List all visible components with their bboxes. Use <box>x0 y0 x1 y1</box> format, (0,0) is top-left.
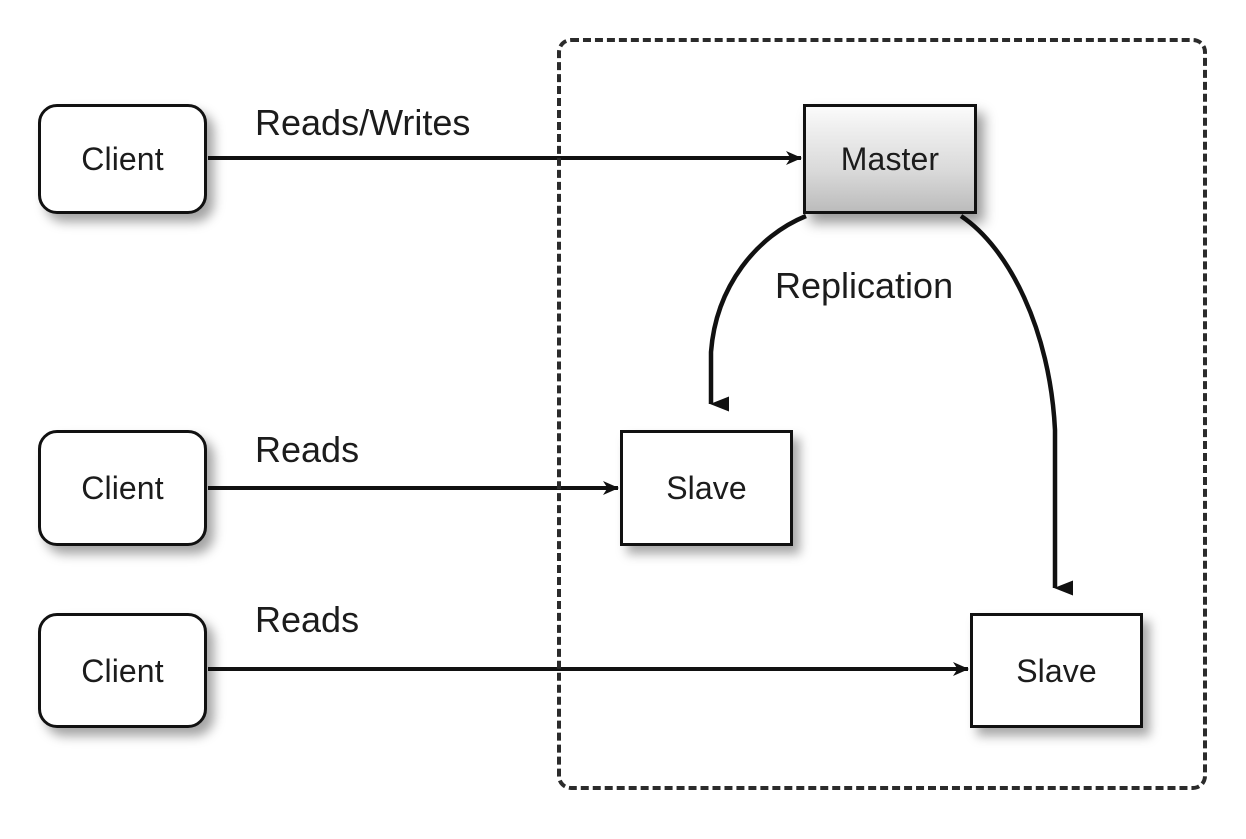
node-client-3[interactable]: Client <box>38 613 207 728</box>
arrow-master-to-slave2-replication <box>959 214 1073 596</box>
node-client-1[interactable]: Client <box>38 104 207 214</box>
edge-label-reads-slave2: Reads <box>255 599 360 640</box>
node-client-2-label: Client <box>81 470 164 506</box>
arrow-master-to-slave1-replication <box>708 213 807 412</box>
node-slave-1[interactable]: Slave <box>620 430 793 546</box>
node-master[interactable]: Master <box>803 104 977 214</box>
node-master-label: Master <box>840 141 940 177</box>
node-slave-2[interactable]: Slave <box>970 613 1143 728</box>
node-client-3-label: Client <box>81 652 164 689</box>
edge-label-reads-slave1: Reads <box>255 429 360 470</box>
edge-label-replication: Replication <box>775 265 954 306</box>
node-client-2[interactable]: Client <box>38 430 207 546</box>
node-slave-1-label: Slave <box>666 470 747 506</box>
node-client-1-label: Client <box>81 141 164 177</box>
node-slave-2-label: Slave <box>1016 652 1097 689</box>
edge-label-reads-writes: Reads/Writes <box>255 102 471 143</box>
